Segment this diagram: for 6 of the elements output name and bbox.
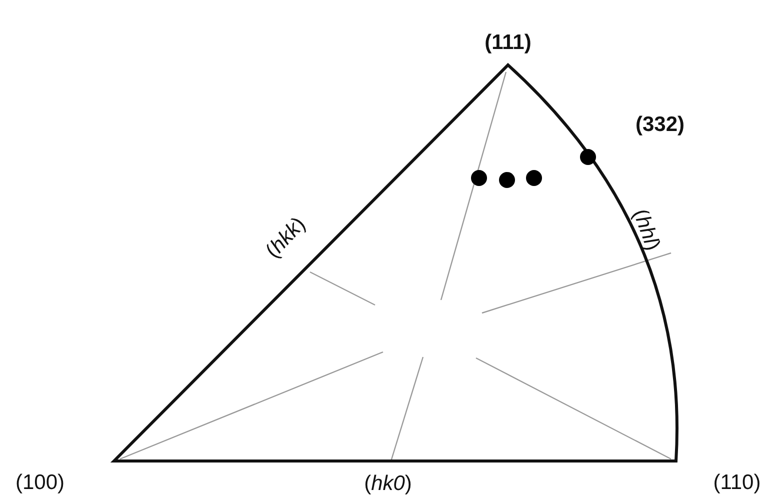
zone-axis-label: (hk0): [364, 472, 412, 496]
pole-label: (332): [635, 113, 685, 137]
pole-label: (111): [484, 31, 532, 55]
pole-label: (100): [15, 471, 65, 495]
zone-axis-label: (hkk): [261, 212, 311, 264]
pole-label: (110): [713, 471, 761, 495]
